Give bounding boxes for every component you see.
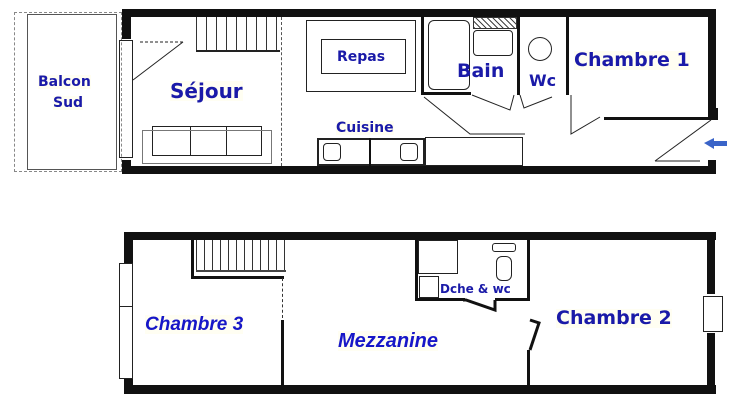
sink: [323, 143, 341, 161]
balcony-door: [119, 40, 133, 158]
upper-right-wall-low: [708, 160, 716, 174]
fridge: [425, 137, 523, 166]
sofa: [152, 126, 262, 156]
chambre3-dashed-divider: [282, 278, 283, 318]
mezzanine-label: Mezzanine: [338, 330, 439, 352]
repas-table: [321, 39, 406, 74]
wc-chambre-wall: [566, 17, 569, 95]
lower-bottom-wall: [124, 385, 716, 394]
balcony-railing: [27, 14, 117, 170]
cuisine-label: Cuisine: [336, 120, 394, 136]
upper-staircase: [196, 17, 280, 52]
chambre3-mezz-wall: [281, 320, 284, 386]
chambre3-window: [119, 263, 133, 379]
lower-right-wall-top: [707, 232, 715, 294]
wc-label: Wc: [529, 71, 557, 90]
balcon-label-line2: Sud: [53, 95, 84, 111]
bathtub: [428, 20, 470, 90]
chambre1-label: Chambre 1: [574, 49, 690, 71]
bathroom-hatched-panel: [473, 17, 517, 29]
entrance-arrow-icon: [704, 138, 727, 149]
bain-bottom-wall: [421, 92, 471, 95]
toilet-tank: [492, 243, 516, 252]
stair-guard-vertical: [191, 240, 194, 278]
douche-wc-label: Dche & wc: [440, 282, 511, 296]
lower-top-wall: [124, 232, 716, 240]
lower-left-wall-bottom: [124, 378, 133, 394]
bain-label: Bain: [457, 60, 505, 82]
chambre1-bottom-wall: [604, 117, 716, 120]
kitchen-counter: [317, 138, 425, 166]
sejour-label: Séjour: [170, 79, 243, 103]
toilet-bowl: [496, 256, 512, 281]
upper-top-wall: [122, 9, 716, 17]
repas-label: Repas: [337, 49, 386, 65]
balcon-label-line1: Balcon: [38, 74, 91, 90]
sejour-divider: [281, 17, 282, 166]
upper-right-wall: [708, 9, 716, 119]
kitchen-divider: [369, 138, 371, 166]
chambre2-left-wall: [527, 350, 530, 386]
bain-left-wall: [421, 17, 424, 95]
shower-tray: [418, 240, 458, 274]
stove: [400, 143, 418, 161]
bathroom-sink: [473, 30, 513, 56]
lower-staircase: [196, 240, 286, 272]
dche-bottom-wall-left: [415, 298, 465, 301]
toilet: [528, 37, 552, 61]
chambre1-corner: [709, 108, 718, 120]
bain-wc-wall: [517, 17, 520, 95]
stair-guard-horizontal: [191, 276, 284, 279]
chambre3-label: Chambre 3: [145, 314, 244, 335]
dche-right-wall: [527, 240, 530, 301]
chambre2-label: Chambre 2: [556, 307, 672, 329]
chambre2-window: [703, 296, 723, 332]
upper-bottom-wall: [122, 166, 716, 174]
dche-left-wall: [415, 240, 418, 300]
counter-l: [306, 20, 416, 92]
upper-left-wall-bottom: [122, 160, 131, 174]
upper-left-wall-top: [122, 9, 131, 39]
lower-left-wall-top: [124, 232, 133, 264]
dche-bottom-wall-right: [495, 298, 530, 301]
balcony-outline: [14, 12, 122, 172]
washbasin: [419, 276, 439, 298]
lower-right-wall-bottom: [707, 333, 715, 394]
sofa-base: [142, 130, 272, 164]
